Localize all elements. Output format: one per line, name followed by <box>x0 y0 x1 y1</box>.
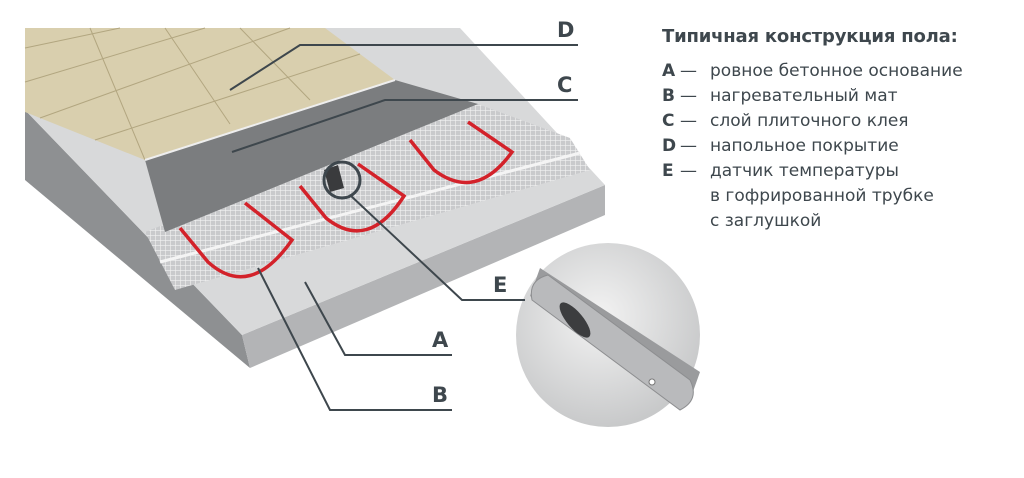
tile-edge <box>144 79 396 161</box>
legend-text: нагревательный мат <box>710 86 898 106</box>
legend-title: Типичная конструкция пола: <box>662 26 958 47</box>
callout-a: A <box>432 328 449 352</box>
sensor-highlight-circle <box>322 160 362 200</box>
tile-adhesive-layer <box>145 80 478 232</box>
legend-dash: — <box>680 136 697 156</box>
legend-item-b: B— нагревательный мат <box>662 84 963 109</box>
mesh-center-stripe <box>159 151 581 264</box>
sensor-tube-end <box>324 165 344 192</box>
legend-dash: — <box>680 111 697 131</box>
callout-c: C <box>557 73 572 97</box>
callout-e: E <box>493 273 507 297</box>
legend: Типичная конструкция пола: A—ровное бето… <box>662 26 963 234</box>
callout-line-c <box>231 99 578 153</box>
heating-cable <box>178 120 515 279</box>
legend-key: D <box>662 136 677 156</box>
legend-key: A <box>662 61 676 81</box>
cable-loop <box>408 120 515 185</box>
legend-dash: — <box>680 161 697 181</box>
legend-text: напольное покрытие <box>710 136 899 156</box>
legend-dash: — <box>680 86 697 106</box>
legend-text: ровное бетонное основание <box>710 61 963 81</box>
sensor-magnified-view <box>516 243 700 427</box>
legend-item-c: C— слой плиточного клея <box>662 109 963 134</box>
callout-line-a <box>304 281 452 356</box>
slab-front-face <box>242 185 605 368</box>
tile-grout-lines <box>24 27 361 161</box>
legend-key: E <box>662 161 674 181</box>
legend-item-d: D— напольное покрытие <box>662 134 963 159</box>
legend-dash: — <box>680 61 697 81</box>
legend-text: слой плиточного клея <box>710 111 909 131</box>
sensor-cap <box>559 302 591 338</box>
callout-line-d <box>229 44 578 91</box>
callout-d: D <box>557 18 574 42</box>
legend-text: датчик температуры в гофрированной трубк… <box>710 161 934 231</box>
cable-loop <box>178 201 295 279</box>
callout-line-b <box>257 267 452 411</box>
slab-side-face <box>25 110 250 368</box>
callout-line-e <box>349 194 525 301</box>
legend-key: B <box>662 86 675 106</box>
legend-item-e: E — датчик температуры в гофрированной тру… <box>662 159 963 234</box>
heating-mat-mesh <box>145 103 590 290</box>
callout-b: B <box>432 383 448 407</box>
legend-item-a: A— ровное бетонное основание <box>662 59 963 84</box>
cable-loop <box>298 162 407 233</box>
legend-key: C <box>662 111 675 131</box>
